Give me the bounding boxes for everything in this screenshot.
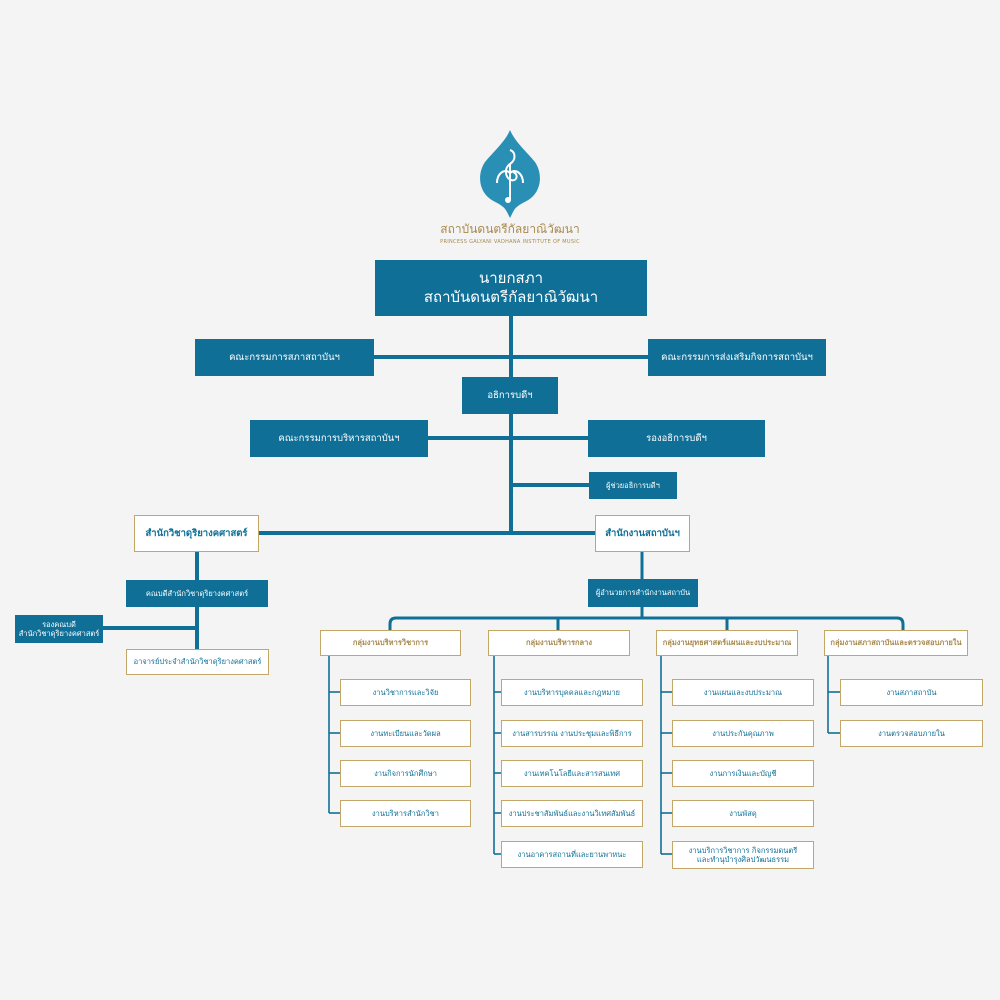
unit-student-affairs: งานกิจการนักศึกษา [340,760,471,787]
logo-name-thai: สถาบันดนตรีกัลยาณิวัฒนา [440,222,580,236]
institute-logo: สถาบันดนตรีกัลยาณิวัฒนา PRINCESS GALYANI… [440,128,580,248]
council-audit-group-header: กลุ่มงานสภาสถาบันและตรวจสอบภายใน [824,630,968,656]
lotus-music-icon [480,130,540,218]
institute-office-box: สำนักงานสถาบันฯ [595,515,690,552]
vice-president-box: รองอธิการบดีฯ [588,420,765,457]
unit-college-admin: งานบริหารสำนักวิชา [340,800,471,827]
unit-academic-services: งานบริการวิชาการ กิจกรรมดนตรี และทำนุบำร… [672,841,814,869]
unit-quality-assurance: งานประกันคุณภาพ [672,720,814,747]
unit-procurement: งานพัสดุ [672,800,814,827]
faculty-box: อาจารย์ประจำสำนักวิชาดุริยางคศาสตร์ [126,649,269,675]
council-president-box: นายกสภา สถาบันดนตรีกัลยาณิวัฒนา [375,260,647,316]
strategy-budget-group-header: กลุ่มงานยุทธศาสตร์แผนและงบประมาณ [656,630,798,656]
dean-box: คณบดีสำนักวิชาดุริยางคศาสตร์ [126,580,268,607]
college-of-music-box: สำนักวิชาดุริยางคศาสตร์ [134,515,259,552]
institute-name: สถาบันดนตรีกัลยาณิวัฒนา [423,288,599,306]
unit-internal-audit: งานตรวจสอบภายใน [840,720,983,747]
unit-finance: งานการเงินและบัญชี [672,760,814,787]
institute-council-box: คณะกรรมการสภาสถาบันฯ [195,339,374,376]
president-box: อธิการบดีฯ [462,377,558,414]
assistant-president-box: ผู้ช่วยอธิการบดีฯ [589,472,677,499]
unit-academic-research: งานวิชาการและวิจัย [340,679,471,706]
vice-dean-box: รองคณบดี สำนักวิชาดุริยางคศาสตร์ [15,615,103,643]
admin-committee-box: คณะกรรมการบริหารสถาบันฯ [250,420,428,457]
unit-correspondence: งานสารบรรณ งานประชุมและพิธีการ [501,720,643,747]
promotion-committee-box: คณะกรรมการส่งเสริมกิจการสถาบันฯ [648,339,826,376]
unit-registration: งานทะเบียนและวัดผล [340,720,471,747]
unit-hr-legal: งานบริหารบุคคลและกฎหมาย [501,679,643,706]
council-president-title: นายกสภา [478,269,543,288]
unit-it: งานเทคโนโลยีและสารสนเทศ [501,760,643,787]
logo-name-english: PRINCESS GALYANI VADHANA INSTITUTE OF MU… [440,239,580,245]
unit-public-relations: งานประชาสัมพันธ์และงานวิเทศสัมพันธ์ [501,800,643,827]
unit-institute-council: งานสภาสถาบัน [840,679,983,706]
unit-planning-budget: งานแผนและงบประมาณ [672,679,814,706]
central-admin-group-header: กลุ่มงานบริหารกลาง [488,630,630,656]
unit-facilities: งานอาคารสถานที่และยานพาหนะ [501,841,643,868]
office-director-box: ผู้อำนวยการสำนักงานสถาบัน [588,579,698,607]
academic-group-header: กลุ่มงานบริหารวิชาการ [320,630,461,656]
